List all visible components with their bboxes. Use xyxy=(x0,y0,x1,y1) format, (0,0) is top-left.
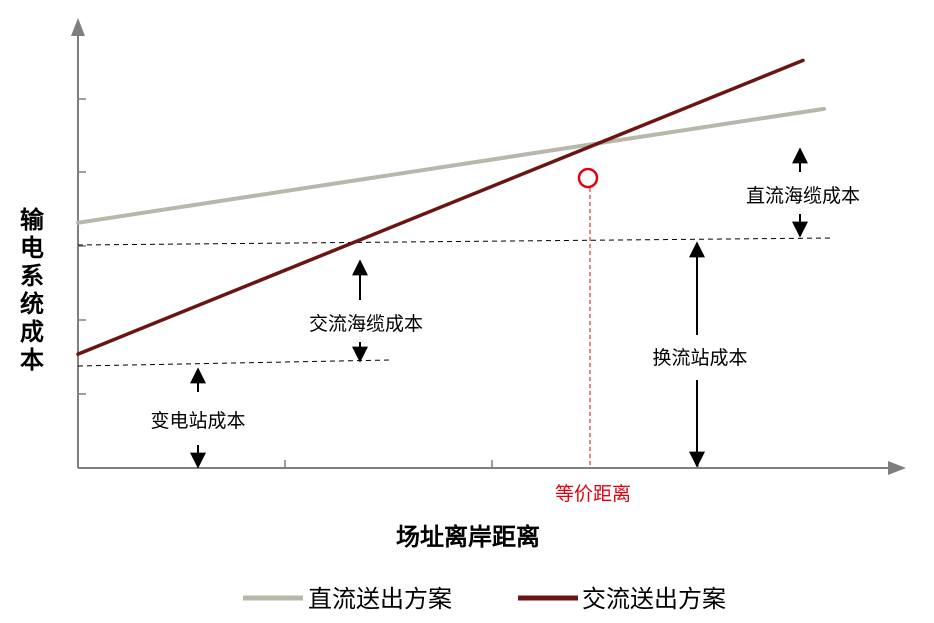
y-axis-title-char: 统 xyxy=(20,290,44,318)
series-line-0 xyxy=(76,106,826,225)
series-layer xyxy=(76,58,826,356)
series-line-1 xyxy=(76,58,805,356)
dc-start-dashed-line xyxy=(77,237,833,246)
ac-start-dashed-line xyxy=(77,359,391,367)
annotation-dc-cable-cost: 直流海缆成本 xyxy=(746,185,860,207)
breakeven-label: 等价距离 xyxy=(555,483,631,505)
y-axis-title-char: 成 xyxy=(20,318,44,346)
x-axis-arrow xyxy=(888,461,906,475)
x-axis-title: 场址离岸距离 xyxy=(396,523,540,551)
y-axis-title-char: 系 xyxy=(20,262,44,290)
legend-label-ac: 交流送出方案 xyxy=(582,585,726,613)
y-axis-title-char: 输 xyxy=(20,206,45,234)
annotation-substation-cost: 变电站成本 xyxy=(150,410,245,432)
legend-label-dc: 直流送出方案 xyxy=(308,585,452,613)
y-axis-arrow xyxy=(71,18,85,36)
y-axis-title-char: 电 xyxy=(20,234,44,262)
breakeven-point xyxy=(577,167,599,189)
legend: 直流送出方案 交流送出方案 xyxy=(243,585,726,613)
y-axis-title-char: 本 xyxy=(20,346,44,374)
annotation-ac-cable-cost: 交流海缆成本 xyxy=(309,313,423,335)
annotation-converter-cost: 换流站成本 xyxy=(652,347,747,369)
